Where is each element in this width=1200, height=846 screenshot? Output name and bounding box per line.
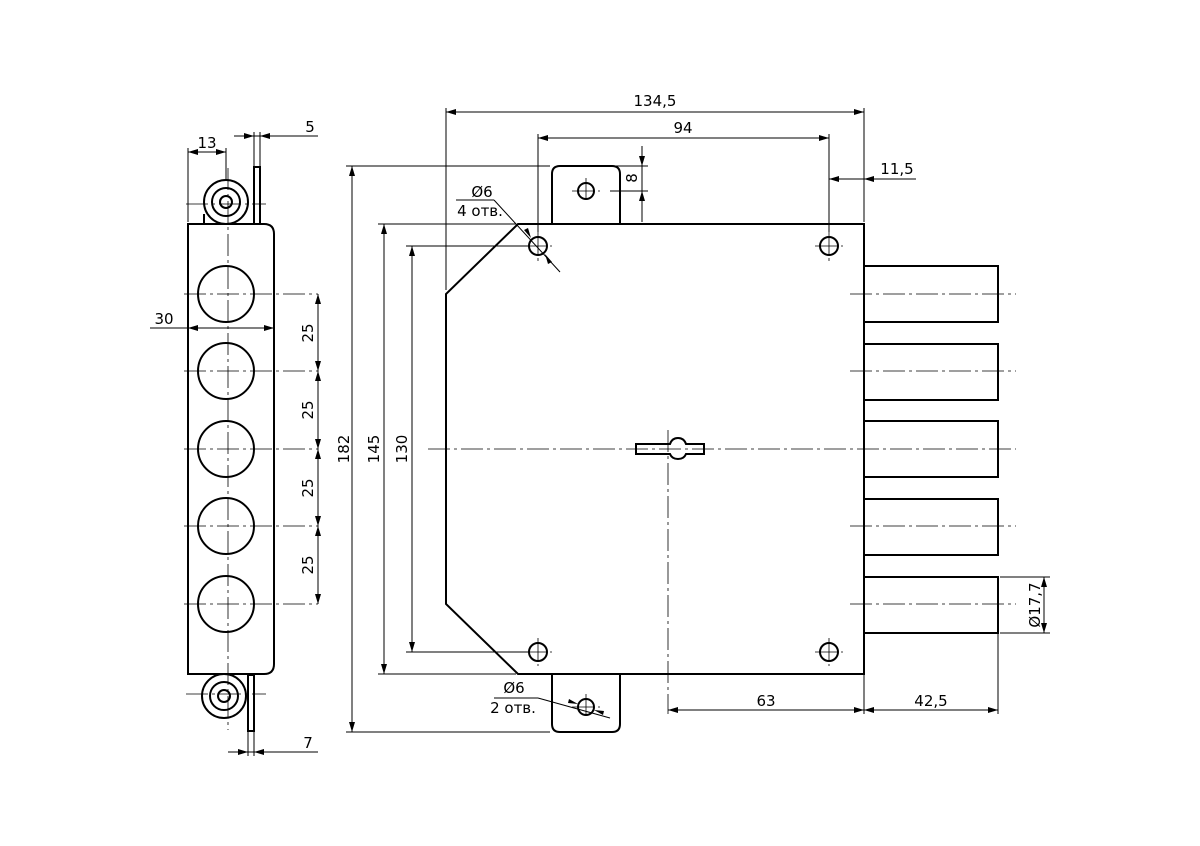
dim-134-5: 134,5 bbox=[634, 92, 677, 110]
dim-25-b: 25 bbox=[299, 400, 317, 419]
dim-bolt-pitch: 25 25 25 25 bbox=[299, 294, 321, 604]
dim-25-a: 25 bbox=[299, 323, 317, 342]
callout-4-holes-count: 4 отв. bbox=[457, 202, 503, 220]
dim-holes-vertical: 130 bbox=[393, 245, 528, 653]
dim-5: 5 bbox=[305, 118, 315, 136]
callout-2-holes-diameter: Ø6 bbox=[503, 679, 524, 697]
side-faceplate-top bbox=[253, 166, 261, 228]
dim-25-c: 25 bbox=[299, 478, 317, 497]
dim-side-offset: 13 bbox=[187, 134, 227, 222]
callout-4-holes: Ø6 4 отв. bbox=[456, 183, 561, 273]
dim-94: 94 bbox=[673, 119, 692, 137]
side-bottom-ring bbox=[201, 673, 247, 719]
dim-13: 13 bbox=[197, 134, 216, 152]
dim-overall-width: 134,5 bbox=[445, 92, 865, 290]
side-faceplate-bottom bbox=[247, 674, 255, 732]
dim-130: 130 bbox=[393, 435, 411, 464]
dim-30: 30 bbox=[154, 310, 173, 328]
dim-11-5: 11,5 bbox=[880, 160, 913, 178]
dim-42-5: 42,5 bbox=[914, 692, 947, 710]
dim-63: 63 bbox=[756, 692, 775, 710]
callout-2-holes: Ø6 2 отв. bbox=[490, 679, 611, 719]
dim-17-7: Ø17,7 bbox=[1026, 582, 1044, 627]
bolt-4 bbox=[863, 498, 999, 556]
dim-side-width: 30 bbox=[150, 310, 274, 331]
side-top-ring bbox=[203, 179, 249, 225]
dim-faceplate-top: 5 bbox=[234, 118, 318, 166]
bolt-2 bbox=[863, 343, 999, 401]
dim-25-d: 25 bbox=[299, 555, 317, 574]
dim-body-height: 145 bbox=[365, 223, 516, 675]
dim-7: 7 bbox=[303, 734, 313, 752]
keyhole bbox=[635, 436, 705, 461]
side-view: 13 5 30 25 2 bbox=[150, 118, 321, 756]
dim-backset: 63 bbox=[668, 674, 865, 714]
dim-182: 182 bbox=[335, 435, 353, 464]
dim-bolt-diameter: Ø17,7 bbox=[1000, 576, 1050, 634]
dim-faceplate-bottom: 7 bbox=[228, 732, 318, 756]
bolt-5 bbox=[863, 576, 999, 634]
dim-holes-spacing: 94 bbox=[537, 119, 830, 232]
dim-tab-height: 8 bbox=[610, 146, 648, 222]
dim-bolt-projection: 11,5 bbox=[829, 160, 916, 182]
dim-8: 8 bbox=[623, 173, 641, 183]
callout-2-holes-count: 2 отв. bbox=[490, 699, 536, 717]
dim-bolt-throw: 42,5 bbox=[864, 633, 999, 714]
callout-4-holes-diameter: Ø6 bbox=[471, 183, 492, 201]
front-view: 134,5 94 11,5 8 bbox=[335, 92, 1050, 733]
dim-overall-height: 182 bbox=[335, 165, 550, 733]
dim-145: 145 bbox=[365, 435, 383, 464]
